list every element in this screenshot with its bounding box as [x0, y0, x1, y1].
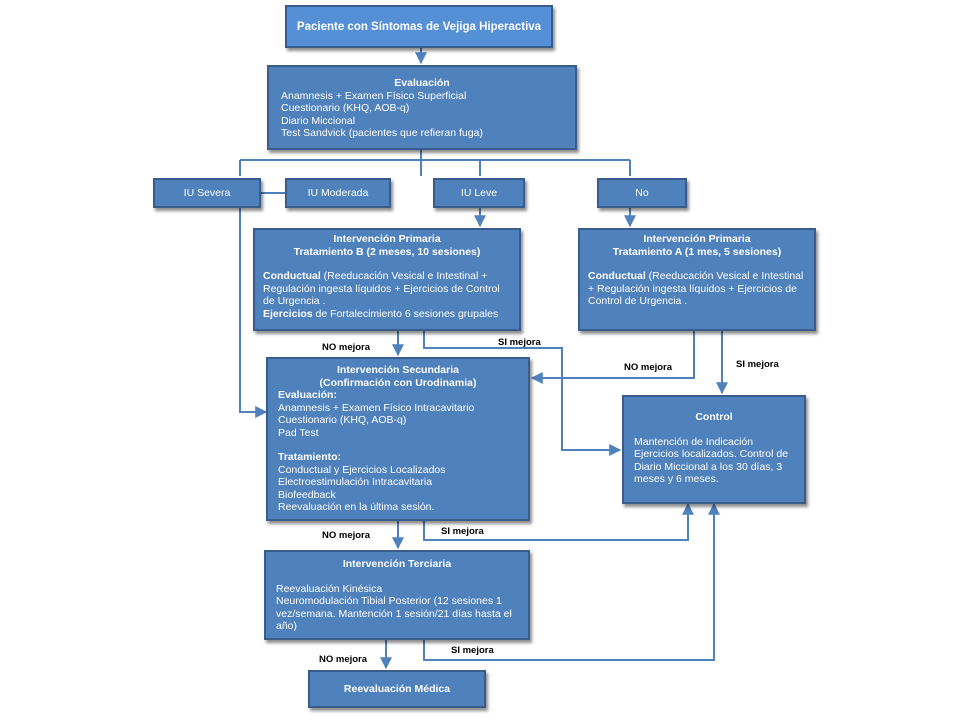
secondary-intervention-box: Intervención Secundaria (Confirmación co…: [266, 357, 530, 521]
secondary-eval-line: Pad Test: [278, 426, 319, 439]
primary-a-conductual: Conductual (Reeducación Vesical e Intest…: [588, 270, 806, 308]
tertiary-intervention-box: Intervención Terciaria Reevaluación Kiné…: [264, 550, 530, 640]
secondary-subtitle: (Confirmación con Urodinamia): [319, 376, 477, 389]
primary-intervention-b-box: Intervención Primaria Tratamiento B (2 m…: [253, 228, 521, 331]
tertiary-title: Intervención Terciaria: [342, 558, 452, 570]
label-si-mejora-primary-b: SI mejora: [498, 337, 541, 348]
primary-intervention-a-box: Intervención Primaria Tratamiento A (1 m…: [578, 228, 816, 331]
category-iu-severa-label: IU Severa: [183, 186, 231, 199]
secondary-eval-line: Anamnesis + Examen Físico Intracavitario: [278, 401, 475, 414]
start-box: Paciente con Síntomas de Vejiga Hiperact…: [285, 5, 553, 48]
connector-evaluation-split: [239, 150, 631, 176]
label-no-mejora-secondary: NO mejora: [322, 530, 371, 541]
medical-reevaluation-box: Reevaluación Médica: [308, 670, 486, 708]
label-si-mejora-secondary: SI mejora: [441, 526, 484, 537]
primary-b-conductual: Conductual (Reeducación Vesical e Intest…: [263, 270, 511, 308]
connector-primary-b-control: [423, 331, 622, 456]
secondary-eval-line: Cuestionario (KHQ, AOB-q): [278, 414, 407, 426]
primary-b-ejercicios-head: Ejercicios: [263, 307, 313, 320]
primary-b-ejercicios: Ejercicios de Fortalecimiento 6 sesiones…: [263, 308, 511, 321]
category-iu-severa: IU Severa: [153, 178, 261, 208]
secondary-treat-line: Conductual y Ejercicios Localizados: [278, 463, 446, 476]
medical-title: Reevaluación Médica: [343, 682, 451, 695]
category-iu-moderada: IU Moderada: [285, 178, 391, 208]
primary-b-conductual-head: Conductual: [263, 270, 321, 282]
secondary-treat-title: Tratamiento:: [278, 451, 342, 463]
label-no-mejora-tertiary: NO mejora: [319, 654, 368, 665]
category-iu-moderada-label: IU Moderada: [307, 186, 369, 199]
primary-b-conductual-text: (Reeducación Vesical e Intestinal + Regu…: [263, 270, 500, 307]
primary-a-conductual-head: Conductual: [588, 270, 646, 282]
connector-primary-a-secondary: [530, 331, 695, 384]
primary-b-ejercicios-text: de Fortalecimiento 6 sesiones grupales: [312, 307, 499, 320]
secondary-eval-title: Evaluación:: [278, 389, 337, 401]
label-si-mejora-tertiary: SI mejora: [451, 645, 494, 656]
primary-a-title: Intervención Primaria: [643, 233, 751, 245]
control-box: Control Mantención de Indicación Ejercic…: [622, 395, 806, 504]
evaluation-line: Cuestionario (KHQ, AOB-q): [281, 102, 410, 114]
evaluation-line: Diario Miccional: [281, 114, 356, 127]
tertiary-line: Reevaluación Kinésica: [276, 582, 383, 595]
label-no-mejora-primary-a: NO mejora: [624, 362, 673, 373]
evaluation-line: Anamnesis + Examen Físico Superficial: [281, 89, 467, 102]
evaluation-title: Evaluación: [394, 77, 450, 89]
control-text: Mantención de Indicación Ejercicios loca…: [634, 435, 789, 486]
primary-a-conductual-text: (Reeducación Vesical e Intestinal + Regu…: [588, 270, 804, 307]
connector-secondary-control: [423, 502, 694, 541]
evaluation-box: Evaluación Anamnesis + Examen Físico Sup…: [267, 65, 577, 150]
connector-tertiary-control: [423, 502, 720, 661]
secondary-title: Intervención Secundaria: [337, 364, 459, 376]
category-iu-leve: IU Leve: [433, 178, 525, 208]
evaluation-line: Test Sandvick (pacientes que refieran fu…: [281, 127, 483, 139]
primary-a-subtitle: Tratamiento A (1 mes, 5 sesiones): [612, 245, 782, 258]
secondary-treat-line: Biofeedback: [278, 488, 336, 501]
category-no: No: [597, 178, 687, 208]
secondary-treat-line: Reevaluación en la última sesión.: [278, 501, 435, 513]
primary-b-subtitle: Tratamiento B (2 meses, 10 sesiones): [293, 245, 481, 258]
tertiary-line: Neuromodulación Tibial Posterior (12 ses…: [276, 595, 512, 632]
category-iu-leve-label: IU Leve: [460, 186, 498, 199]
category-no-label: No: [635, 186, 649, 199]
control-title: Control: [695, 411, 733, 423]
start-title: Paciente con Síntomas de Vejiga Hiperact…: [296, 20, 542, 33]
primary-b-title: Intervención Primaria: [333, 233, 441, 245]
label-no-mejora-primary-b: NO mejora: [322, 342, 371, 353]
label-si-mejora-primary-a: SI mejora: [736, 359, 779, 370]
secondary-treat-line: Electroestimulación Intracavitaria: [278, 476, 433, 488]
connector-severa-secondary: [239, 207, 268, 418]
